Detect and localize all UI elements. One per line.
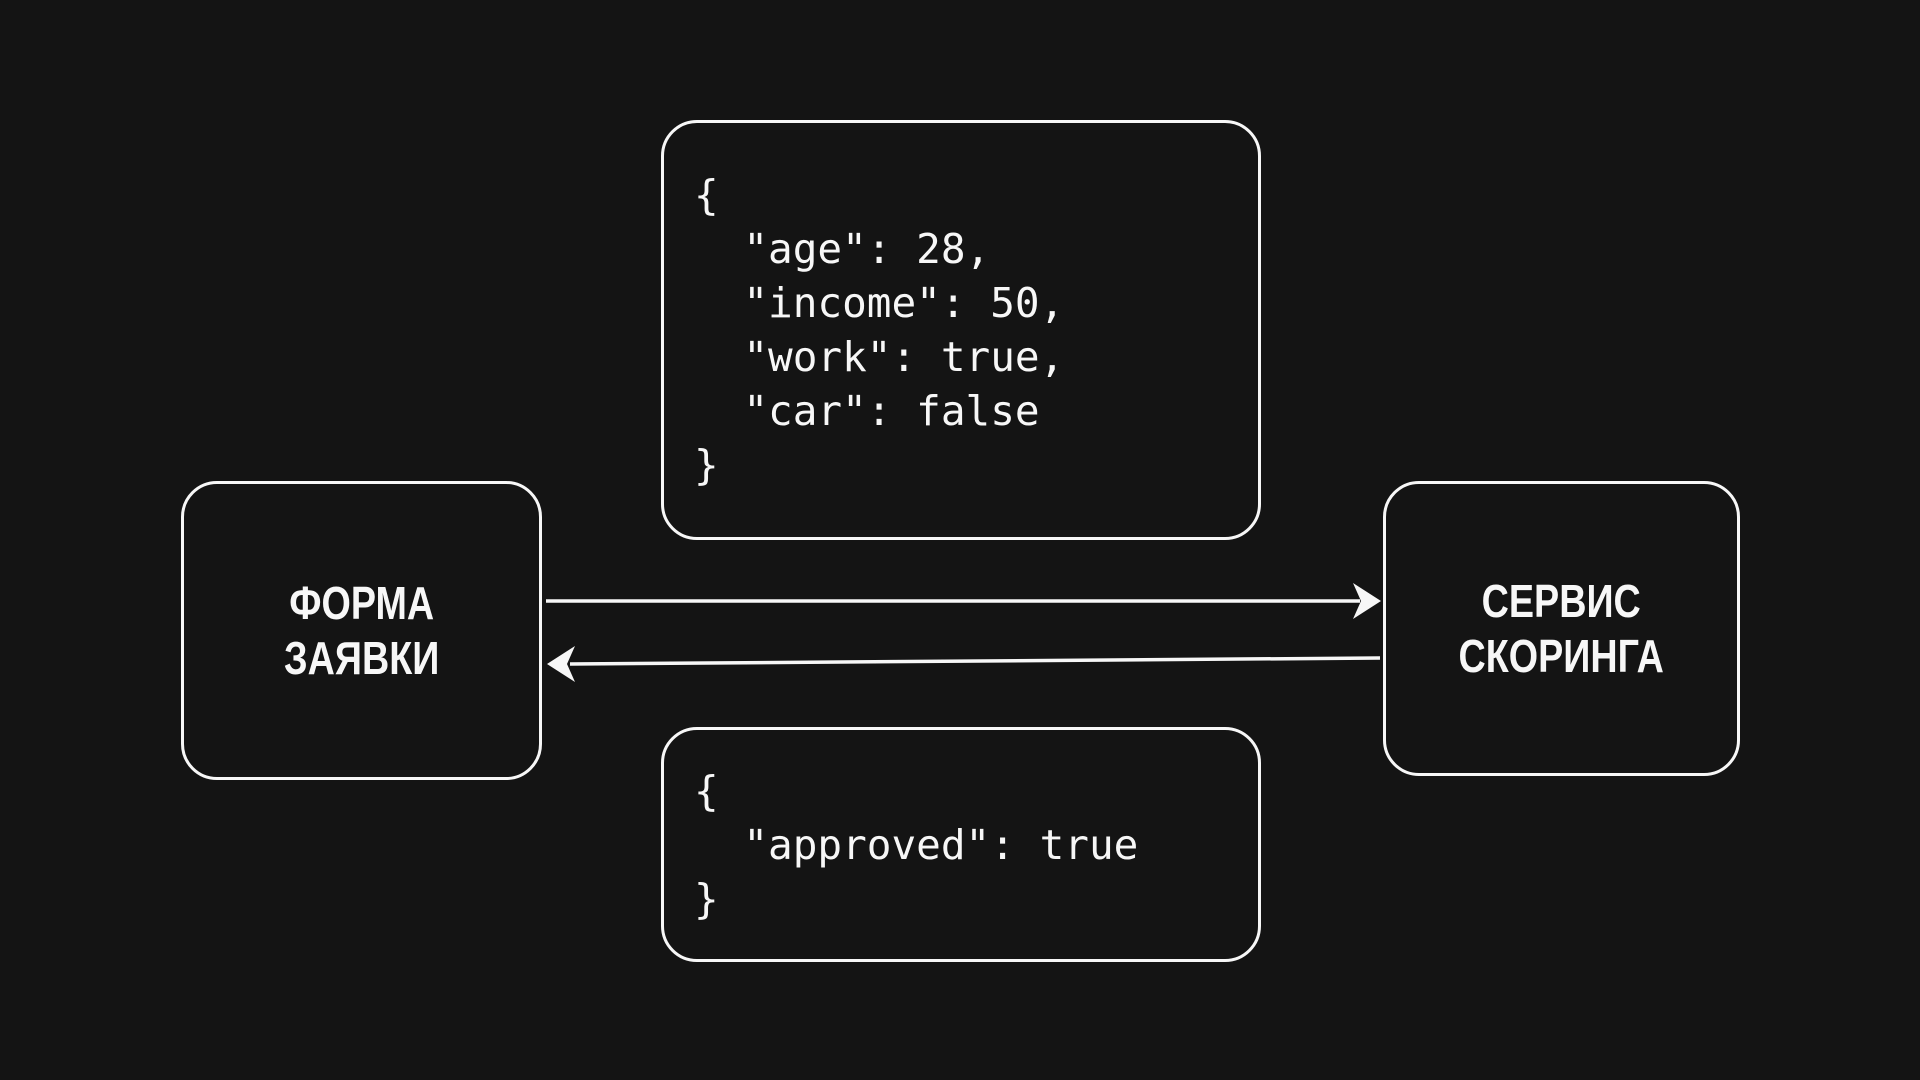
node-application-form-label: ФОРМА ЗАЯВКИ: [283, 576, 440, 684]
node-scoring-service-label: СЕРВИС СКОРИНГА: [1458, 574, 1665, 682]
request-payload-code: { "age": 28, "income": 50, "work": true,…: [694, 171, 1065, 489]
node-application-form: ФОРМА ЗАЯВКИ: [181, 481, 542, 780]
response-payload-code: { "approved": true }: [694, 766, 1139, 923]
response-arrow-line: [569, 656, 1381, 666]
request-payload-box: { "age": 28, "income": 50, "work": true,…: [661, 120, 1261, 540]
node-scoring-service: СЕРВИС СКОРИНГА: [1383, 481, 1740, 776]
request-arrowhead-icon: [1353, 583, 1381, 619]
response-arrowhead-icon: [547, 646, 575, 682]
response-payload-box: { "approved": true }: [661, 727, 1261, 962]
response-arrow: [547, 646, 1381, 682]
request-arrow: [546, 583, 1381, 619]
